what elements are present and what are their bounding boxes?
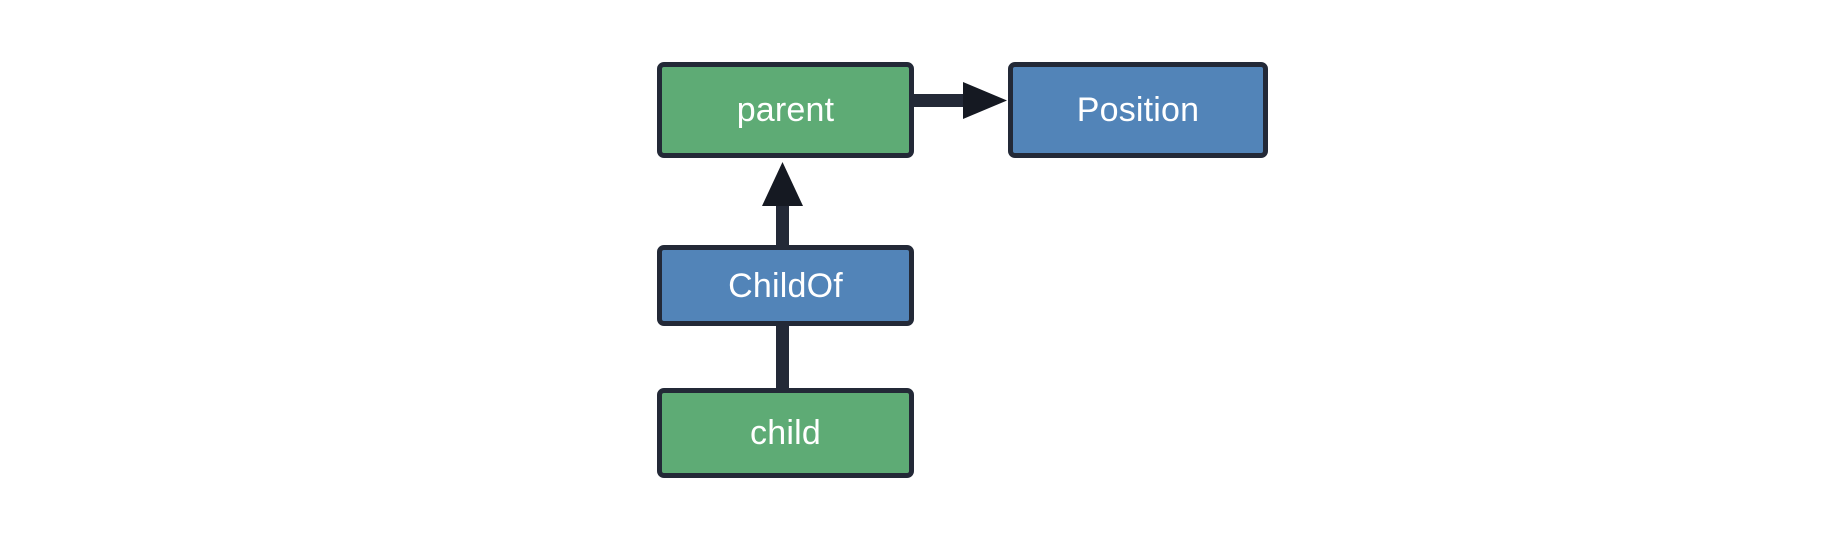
node-child[interactable]: child xyxy=(657,388,914,478)
edge-child-to-childof xyxy=(776,324,789,390)
node-position-label: Position xyxy=(1076,91,1200,129)
edge-parent-to-position xyxy=(913,82,1007,119)
edge-childof-to-parent xyxy=(762,162,803,246)
node-parent[interactable]: parent xyxy=(657,62,914,158)
node-childof[interactable]: ChildOf xyxy=(657,245,914,326)
node-childof-label: ChildOf xyxy=(728,266,843,305)
node-parent-label: parent xyxy=(736,91,835,129)
node-child-label: child xyxy=(750,414,821,452)
node-position[interactable]: Position xyxy=(1008,62,1268,158)
